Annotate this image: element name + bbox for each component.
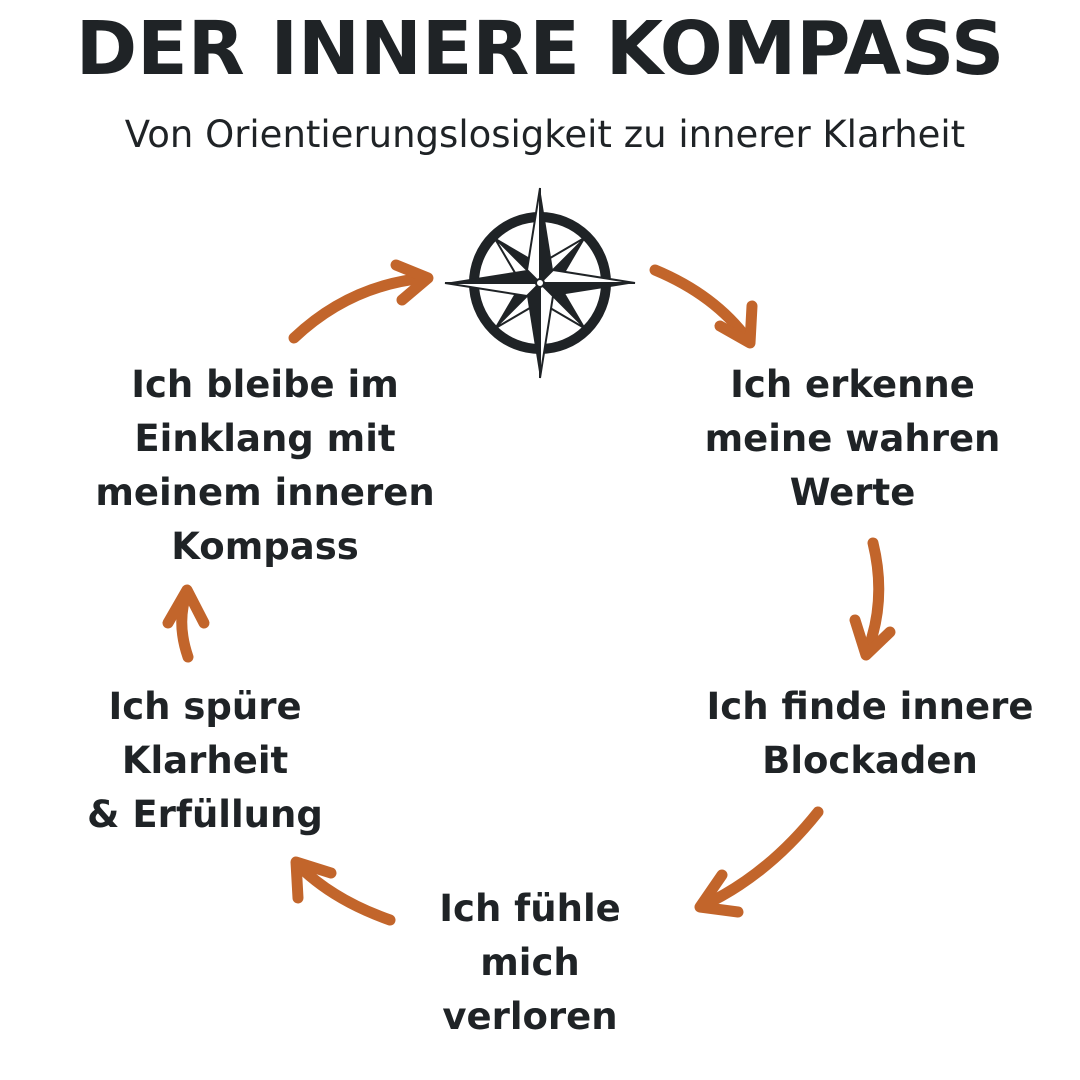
arrow-to-clarity bbox=[290, 856, 396, 926]
page-subtitle: Von Orientierungslosigkeit zu innerer Kl… bbox=[124, 113, 966, 156]
arrow-to-values bbox=[649, 264, 758, 349]
arrow-to-blockades bbox=[849, 537, 896, 661]
page-title: DER INNERE KOMPASS bbox=[75, 6, 1005, 92]
compass-rose-icon bbox=[444, 187, 636, 379]
arrow-to-lost bbox=[694, 806, 824, 918]
arrow-to-harmony bbox=[162, 584, 210, 663]
arrow-to-compass bbox=[288, 259, 434, 344]
